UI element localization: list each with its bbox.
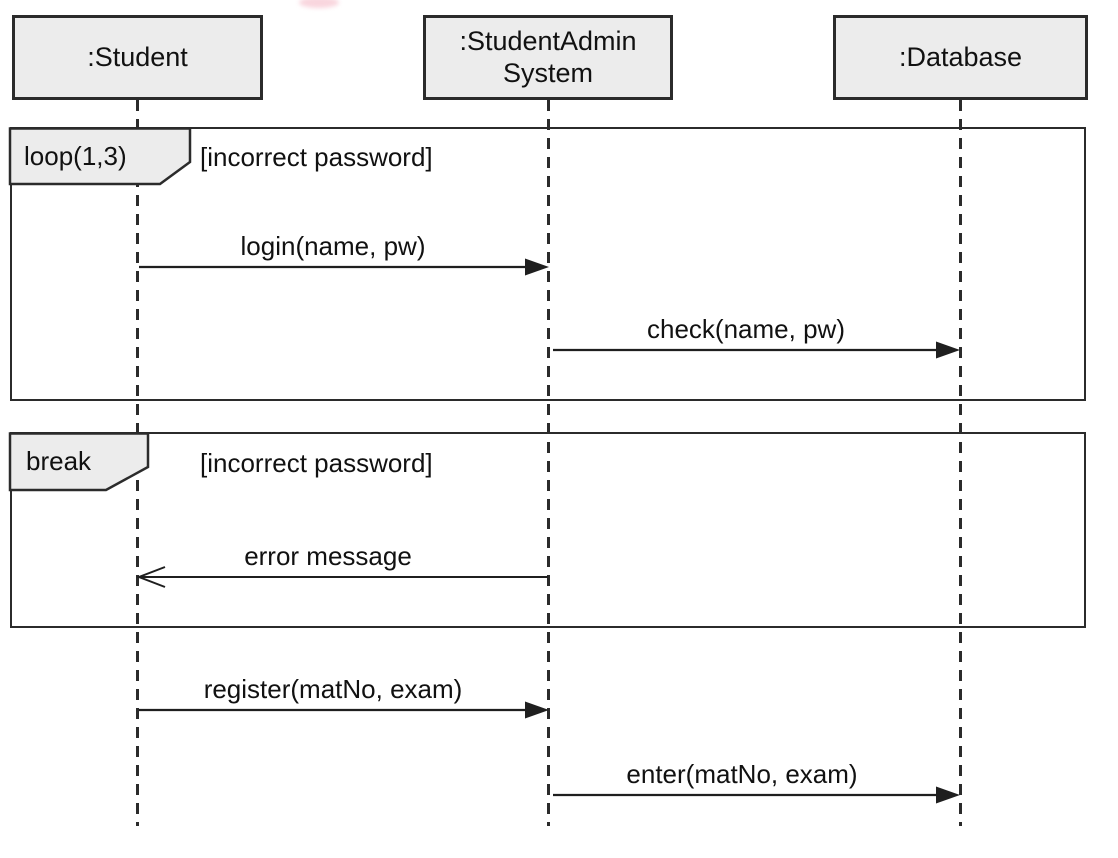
scan-artifact — [299, 0, 339, 8]
lifeline-head-student-admin-system-label: :StudentAdmin System — [459, 26, 637, 88]
fragment-break-operator: break — [26, 446, 92, 476]
filled-arrowhead-icon — [936, 786, 960, 804]
message-register-label: register(matNo, exam) — [203, 674, 463, 704]
lifeline-student-admin-system — [547, 100, 550, 826]
message-register-arrow — [139, 701, 549, 719]
fragment-break — [10, 432, 1086, 628]
filled-arrowhead-icon — [525, 701, 549, 719]
lifeline-head-database-label: :Database — [898, 41, 1023, 72]
message-enter-arrow — [553, 786, 960, 804]
message-login-label: login(name, pw) — [240, 231, 426, 261]
lifeline-head-student-admin-system: :StudentAdmin System — [423, 15, 673, 100]
fragment-loop-guard: [incorrect password] — [200, 142, 433, 172]
fragment-break-guard: [incorrect password] — [200, 448, 433, 478]
message-enter-label: enter(matNo, exam) — [626, 759, 858, 789]
fragment-loop-operator: loop(1,3) — [24, 141, 127, 171]
lifeline-head-student-label: :Student — [87, 41, 188, 72]
message-check-label: check(name, pw) — [647, 314, 845, 344]
lifeline-head-student: :Student — [12, 15, 263, 100]
lifeline-database — [959, 100, 962, 826]
fragment-loop — [10, 127, 1086, 401]
lifeline-head-database: :Database — [833, 15, 1088, 100]
message-error-label: error message — [244, 541, 412, 571]
